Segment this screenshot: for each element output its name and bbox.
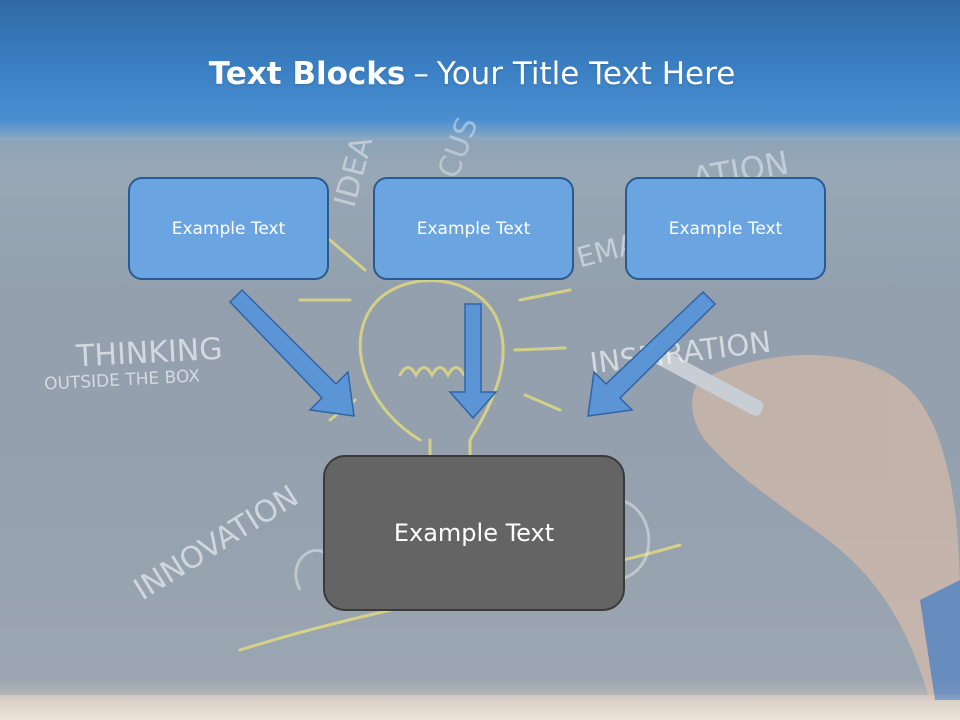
title-separator: – (413, 56, 429, 92)
text-block-right[interactable]: Example Text (625, 177, 826, 280)
slide-title: Text Blocks–Your Title Text Here (0, 52, 944, 96)
text-block-left[interactable]: Example Text (128, 177, 329, 280)
arrow-right-diagonal (587, 290, 717, 417)
chalk-word-thinking: THINKING (74, 332, 223, 375)
text-block-center-label: Example Text (416, 218, 531, 239)
text-block-left-label: Example Text (171, 218, 286, 239)
hand-with-chalk (645, 344, 960, 700)
text-block-main[interactable]: Example Text (323, 455, 625, 611)
text-block-right-label: Example Text (668, 218, 783, 239)
text-block-main-label: Example Text (393, 519, 555, 547)
text-block-center[interactable]: Example Text (373, 177, 574, 280)
title-bold: Text Blocks (208, 56, 406, 92)
arrow-center-down (448, 303, 498, 420)
arrow-left-diagonal (228, 288, 355, 417)
title-rest: Your Title Text Here (436, 56, 736, 92)
